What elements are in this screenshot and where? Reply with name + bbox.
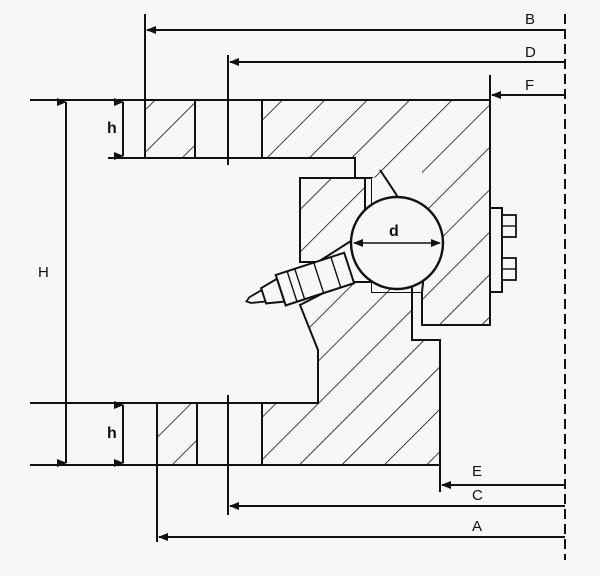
- ball-diameter-label: d: [389, 223, 399, 240]
- label-a: A: [472, 518, 482, 535]
- inner-ring-left-flange: [156, 402, 198, 466]
- inner-ring-body: [261, 281, 441, 466]
- label-e: E: [472, 463, 482, 480]
- label-f: F: [525, 77, 534, 94]
- label-c: C: [472, 487, 483, 504]
- label-d: D: [525, 44, 536, 61]
- inner-ring: [30, 177, 441, 466]
- label-h-bottom: h: [107, 425, 117, 442]
- label-b: B: [525, 11, 535, 28]
- label-h-total: H: [38, 264, 49, 281]
- ball: [349, 195, 445, 291]
- bolt-icon: [489, 207, 517, 293]
- label-h-top: h: [107, 120, 117, 137]
- outer-ring-left-flange: [144, 99, 196, 159]
- grease-nipple-icon: [245, 251, 356, 307]
